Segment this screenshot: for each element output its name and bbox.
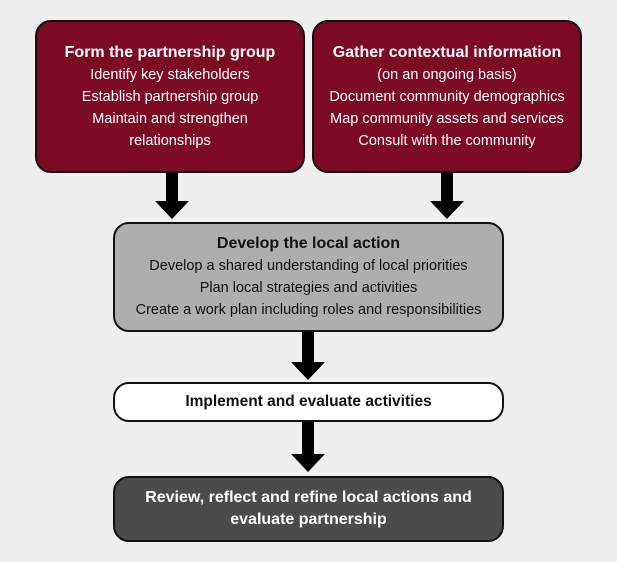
local-action-box: Develop the local action Develop a share…	[113, 222, 504, 332]
partnership-line-2: Establish partnership group	[81, 88, 259, 105]
partnership-line-1: Identify key stakeholders	[90, 66, 250, 83]
arrow-contextual-to-local-action	[430, 173, 464, 219]
arrow-partnership-to-local-action	[155, 173, 189, 219]
contextual-line-3: Map community assets and services	[330, 110, 564, 127]
contextual-title: Gather contextual information	[332, 43, 562, 61]
review-line-2: evaluate partnership	[230, 511, 387, 528]
contextual-line-4: Consult with the community	[358, 132, 536, 149]
implement-title: Implement and evaluate activities	[185, 393, 432, 410]
review-box: Review, reflect and refine local actions…	[113, 476, 504, 542]
local-action-title: Develop the local action	[216, 235, 401, 252]
partnership-line-4: relationships	[129, 132, 211, 149]
contextual-line-1: (on an ongoing basis)	[377, 66, 517, 83]
partnership-line-3: Maintain and strengthen	[92, 110, 248, 127]
contextual-line-2: Document community demographics	[329, 88, 565, 105]
partnership-title: Form the partnership group	[64, 43, 276, 61]
local-action-line-3: Create a work plan including roles and r…	[135, 302, 482, 318]
arrow-local-action-to-implement	[291, 332, 325, 380]
local-action-line-2: Plan local strategies and activities	[199, 280, 418, 296]
local-action-line-1: Develop a shared understanding of local …	[149, 258, 468, 274]
partnership-box: Form the partnership group Identify key …	[35, 20, 305, 173]
arrow-implement-to-review	[291, 422, 325, 474]
review-line-1: Review, reflect and refine local actions…	[145, 489, 472, 506]
contextual-box: Gather contextual information (on an ong…	[312, 20, 582, 173]
implement-box: Implement and evaluate activities	[113, 382, 504, 422]
